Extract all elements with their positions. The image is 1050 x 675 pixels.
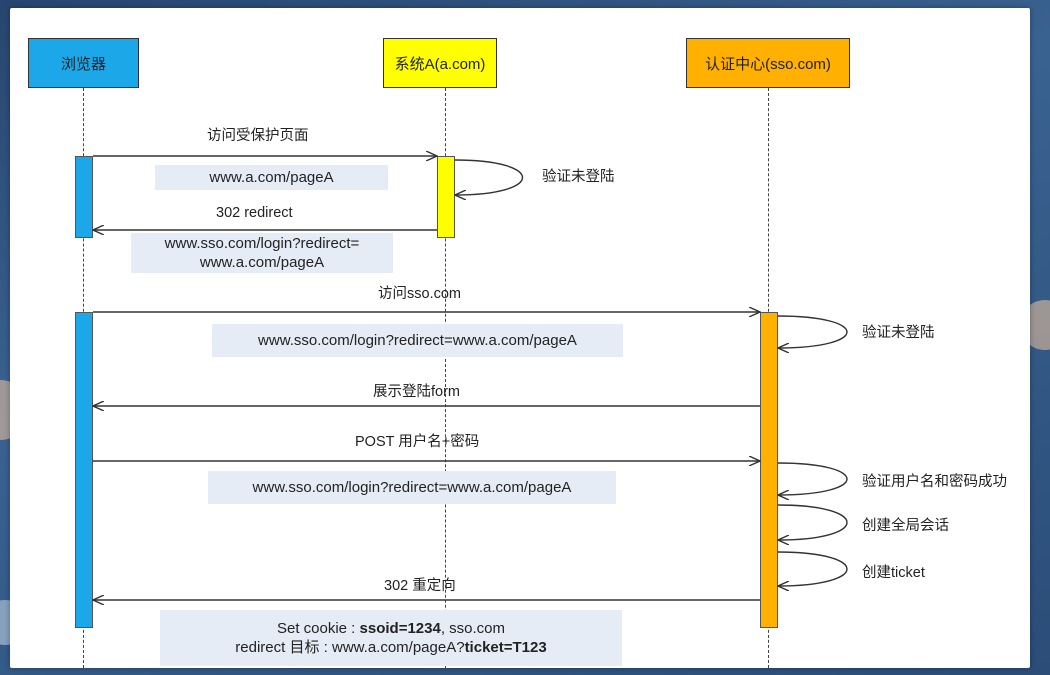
note-text-line2: www.a.com/pageA: [199, 254, 325, 271]
lifeline-system-a: [445, 88, 446, 668]
note-sso-login-url-1: www.sso.com/login?redirect=www.a.com/pag…: [212, 324, 623, 357]
message-label: 创建全局会话: [862, 518, 949, 534]
actor-browser-label: 浏览器: [60, 55, 106, 73]
actor-system-a: 系统A(a.com): [383, 38, 497, 88]
note-redirect-prefix: redirect 目标 : www.a.com/pageA?: [235, 639, 465, 656]
note-text-line1: www.sso.com/login?redirect=: [164, 235, 360, 252]
message-label: 验证用户名和密码成功: [862, 474, 1007, 490]
note-cookie-suffix: , sso.com: [440, 620, 506, 637]
message-label: 访问sso.com: [378, 286, 461, 302]
note-set-cookie: Set cookie : ssoid=1234, sso.com redirec…: [160, 610, 622, 666]
activation-browser-1: [75, 156, 93, 238]
actor-sso: 认证中心(sso.com): [686, 38, 850, 88]
message-label: 验证未登陆: [862, 325, 935, 341]
activation-sso: [760, 312, 778, 628]
message-label: 验证未登陆: [542, 169, 615, 185]
note-url-pagea: www.a.com/pageA: [155, 165, 388, 190]
note-text: www.a.com/pageA: [209, 169, 334, 186]
self-arrow-sso-1: [778, 315, 848, 348]
note-cookie-ssoid: ssoid=1234: [359, 620, 441, 637]
note-redirect-line: redirect 目标 : www.a.com/pageA?ticket=T12…: [235, 638, 546, 657]
actor-sso-label: 认证中心(sso.com): [705, 55, 831, 73]
message-label: 创建ticket: [862, 565, 925, 581]
message-label: 展示登陆form: [373, 384, 460, 400]
message-label: 302 重定向: [384, 578, 456, 594]
note-text: www.sso.com/login?redirect=www.a.com/pag…: [252, 479, 572, 496]
actor-browser: 浏览器: [28, 38, 139, 88]
message-label: 302 redirect: [216, 205, 293, 221]
self-arrow-system-a: [455, 159, 523, 195]
note-text: www.sso.com/login?redirect=www.a.com/pag…: [258, 332, 577, 349]
self-arrow-sso-2: [778, 462, 848, 495]
note-redirect-ticket: ticket=T123: [464, 639, 547, 656]
note-redirect-url: www.sso.com/login?redirect= www.a.com/pa…: [131, 233, 393, 273]
note-cookie-line: Set cookie : ssoid=1234, sso.com: [277, 619, 505, 638]
note-cookie-prefix: Set cookie :: [276, 620, 360, 637]
self-arrow-sso-3: [778, 504, 848, 540]
message-label: 访问受保护页面: [207, 128, 309, 144]
note-sso-login-url-2: www.sso.com/login?redirect=www.a.com/pag…: [208, 471, 616, 504]
self-arrow-sso-4: [778, 551, 848, 586]
message-label: POST 用户名+密码: [355, 434, 480, 450]
actor-system-a-label: 系统A(a.com): [394, 55, 486, 73]
activation-browser-2: [75, 312, 93, 628]
